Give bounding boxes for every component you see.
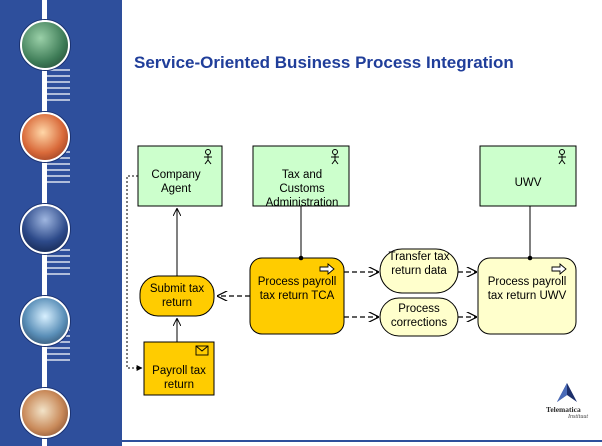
slide-title: Service-Oriented Business Process Integr… bbox=[134, 53, 514, 72]
role-tax-customs bbox=[252, 145, 350, 207]
actor-icon bbox=[331, 149, 339, 165]
actor-icon bbox=[558, 149, 566, 165]
sidebar bbox=[0, 0, 122, 446]
payroll-object-label: Payroll tax return bbox=[152, 365, 206, 391]
actor-icon bbox=[204, 149, 212, 165]
logo-sub: Instituut bbox=[568, 414, 589, 420]
process-arrow-icon bbox=[551, 263, 567, 275]
role-tax-customs-label: Tax and Customs Administration bbox=[265, 169, 339, 209]
photo-medallion-4 bbox=[20, 296, 70, 346]
role-company-agent-label: Company Agent bbox=[151, 169, 201, 195]
submit-label: Submit tax return bbox=[149, 283, 205, 309]
photo-medallion-2 bbox=[20, 112, 70, 162]
photo-medallion-5 bbox=[20, 388, 70, 438]
service-corrections-label: Process corrections bbox=[390, 303, 448, 329]
process-arrow-icon bbox=[319, 263, 335, 275]
service-transfer bbox=[379, 248, 459, 294]
process-uwv-box bbox=[477, 257, 577, 335]
process-uwv-label: Process payroll tax return UWV bbox=[487, 276, 567, 302]
logo-name: Telematica bbox=[546, 405, 581, 414]
photo-medallion-3 bbox=[20, 204, 70, 254]
photo-medallion-1 bbox=[20, 20, 70, 70]
envelope-icon bbox=[195, 345, 209, 356]
process-tca-label: Process payroll tax return TCA bbox=[257, 276, 337, 302]
telematica-logo-icon bbox=[557, 383, 577, 402]
service-transfer-label: Transfer tax return data bbox=[388, 251, 450, 277]
role-uwv-label: UWV bbox=[514, 177, 542, 189]
role-uwv bbox=[479, 145, 577, 207]
footer-rule bbox=[122, 440, 602, 442]
